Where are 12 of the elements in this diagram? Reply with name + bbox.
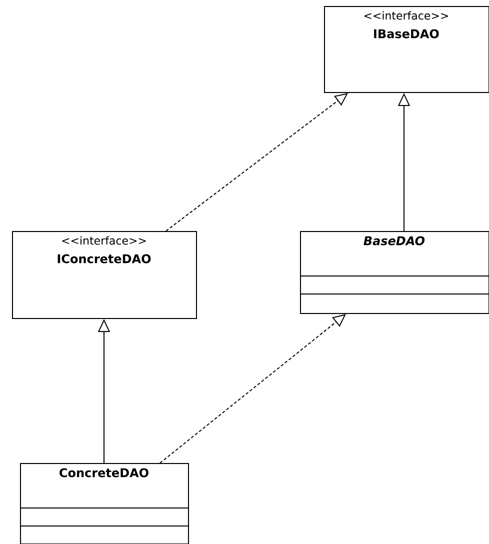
stereotype-label: <<interface>> (364, 11, 448, 20)
class-box (12, 231, 197, 319)
inheritance-arrow (166, 93, 348, 232)
class-name: BaseDAO (364, 236, 425, 246)
class-name: IBaseDAO (374, 29, 439, 38)
class-box (20, 463, 189, 544)
class-name: IConcreteDAO (58, 254, 151, 264)
stereotype-label: <<interface>> (62, 236, 146, 245)
class-box (324, 6, 489, 93)
class-name: ConcreteDAO (60, 468, 148, 478)
class-box (300, 231, 489, 314)
inheritance-arrow (160, 314, 346, 464)
